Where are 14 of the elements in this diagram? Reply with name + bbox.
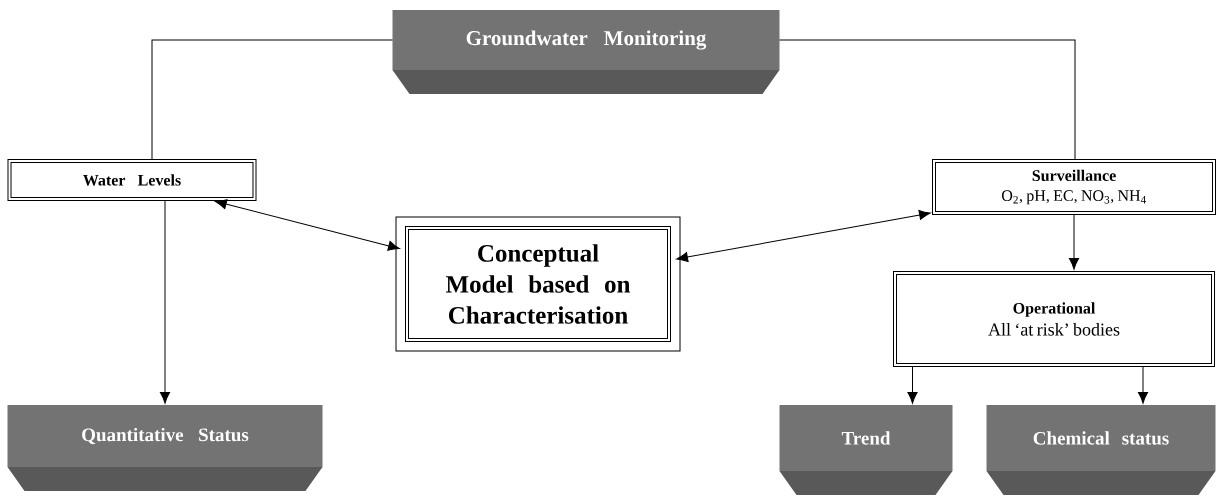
beveled-box: Chemical status [986,405,1216,495]
arrow [215,199,400,251]
arrow [159,200,171,404]
arrow [907,366,918,404]
beveled-box: Trend [779,405,953,495]
arrow [1137,366,1149,404]
triple-bordered-box: Conceptual Model based on Characterisation [395,216,681,352]
double-bordered-box: Water Levels [7,159,257,201]
beveled-box: Quantitative Status [7,405,323,491]
double-bordered-box: Surveillance O$_{2}$, pH, EC, NO$_{3}$, NH$_{4}$ [932,159,1216,215]
arrow [676,209,931,263]
arrow [1068,214,1080,270]
beveled-box: Groundwater Monitoring [392,10,780,94]
double-bordered-box: Operational All ‘at risk’ bodies [893,271,1215,367]
